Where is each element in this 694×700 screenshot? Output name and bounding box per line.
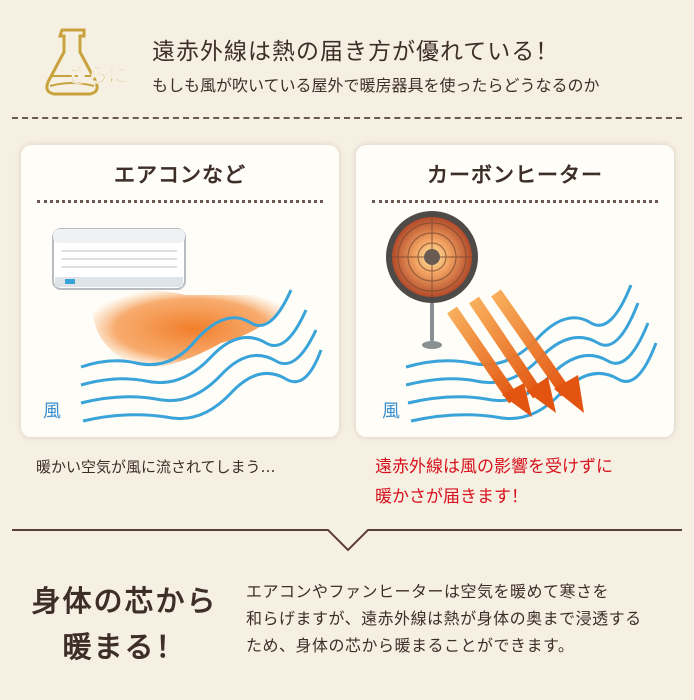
air-conditioner-illustration xyxy=(52,228,323,423)
infrared-arrows xyxy=(447,289,584,417)
header: さらに 遠赤外線は熱の届き方が優れている！ もしも風が吹いている屋外で暖房器具を… xyxy=(0,0,694,110)
conclusion-body: エアコンやファンヒーターは空気を暖めて寒さを 和らげますが、遠赤外線は熱が身体の… xyxy=(246,578,676,659)
conclusion-body-line: エアコンやファンヒーターは空気を暖めて寒さを xyxy=(246,582,610,601)
flask-badge-icon: さらに xyxy=(45,28,128,96)
wind-label: 風 xyxy=(382,401,400,422)
dotted-divider xyxy=(372,200,658,203)
caption-line: 暖かさが届きます！ xyxy=(375,487,528,507)
caption-air-conditioner: 暖かい空気が風に流されてしまう… xyxy=(36,458,276,476)
air-conditioner-icon xyxy=(52,228,186,290)
notched-divider xyxy=(12,529,682,552)
caption-line: 遠赤外線は風の影響を受けずに xyxy=(375,457,613,477)
caption-carbon-heater: 遠赤外線は風の影響を受けずに 暖かさが届きます！ xyxy=(375,452,613,512)
conclusion-body-line: ため、身体の芯から暖まることができます。 xyxy=(246,636,575,655)
carbon-heater-illustration xyxy=(386,211,658,423)
panel-title: エアコンなど xyxy=(114,163,246,187)
conclusion-body-line: 和らげますが、遠赤外線は熱が身体の奥まで浸透する xyxy=(246,609,642,628)
panel-carbon-heater: カーボンヒーター xyxy=(356,145,674,437)
warm-air-blob xyxy=(92,290,291,368)
conclusion-title: 身体の芯から 暖まる！ xyxy=(22,578,227,670)
section-divider xyxy=(12,117,682,119)
conclusion-title-line: 身体の芯から xyxy=(31,584,218,618)
wind-label: 風 xyxy=(43,401,61,422)
page-subtitle: もしも風が吹いている屋外で暖房器具を使ったらどうなるのか xyxy=(152,76,600,95)
dotted-divider xyxy=(37,200,323,203)
carbon-heater-icon xyxy=(386,211,478,349)
wind-lines xyxy=(80,289,323,423)
conclusion-title-line: 暖まる！ xyxy=(62,630,187,664)
page-title: 遠赤外線は熱の届き方が優れている！ xyxy=(152,39,560,65)
panel-air-conditioner: エアコンなど xyxy=(21,145,339,437)
badge-text: さらに xyxy=(68,63,128,87)
panel-title: カーボンヒーター xyxy=(427,163,603,187)
